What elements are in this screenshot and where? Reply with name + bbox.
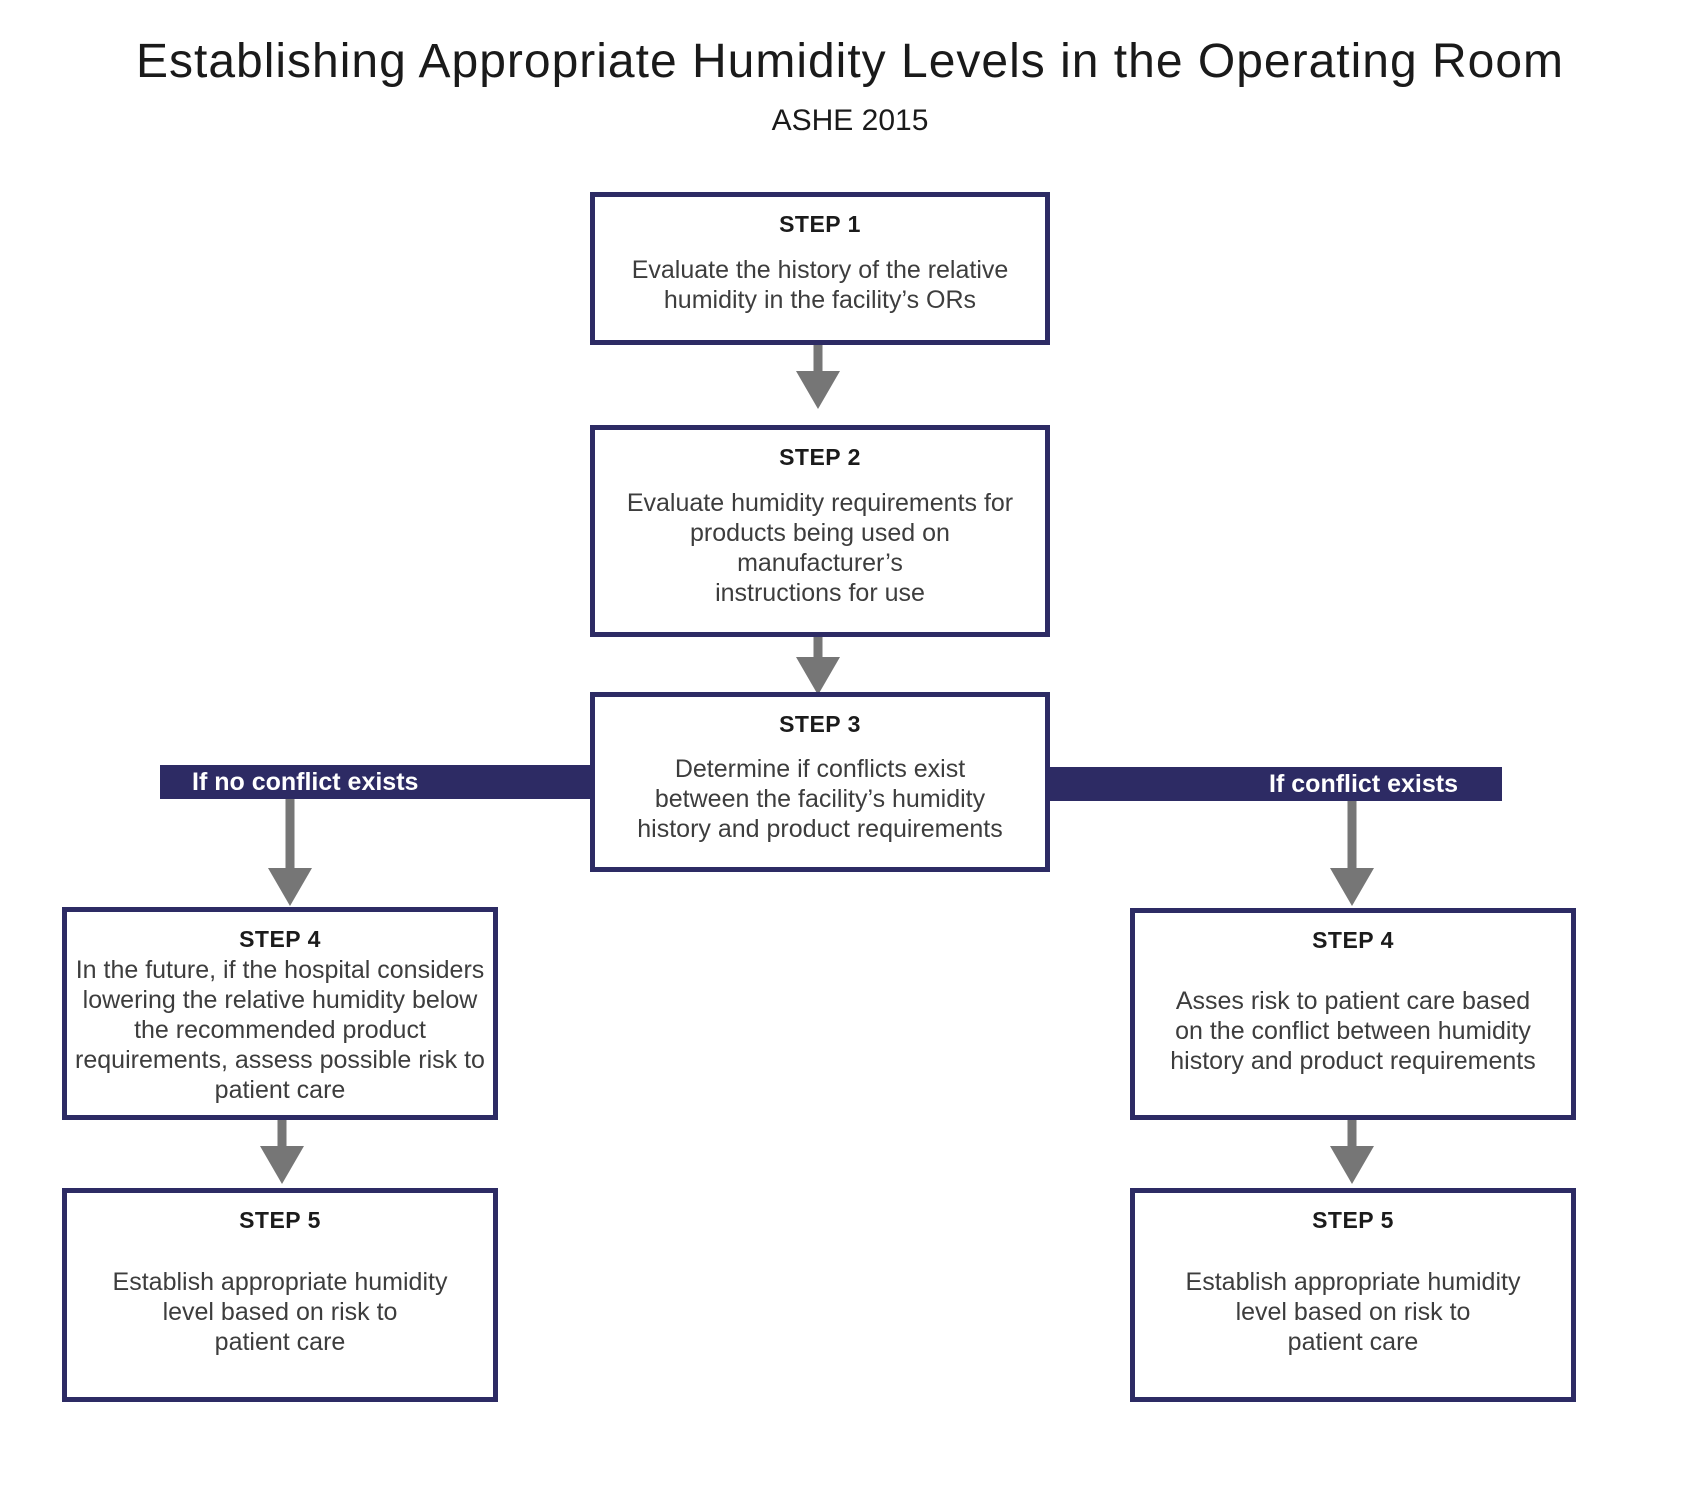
left-step4-body-wrap: In the future, if the hospital considers…: [67, 953, 493, 1115]
step1-body-wrap: Evaluate the history of the relative hum…: [595, 238, 1045, 340]
right-step4-body-wrap: Asses risk to patient care based on the …: [1135, 954, 1571, 1115]
right-step4-box: STEP 4 Asses risk to patient care based …: [1130, 908, 1576, 1120]
page-title: Establishing Appropriate Humidity Levels…: [135, 35, 1565, 88]
left-step5-body: Establish appropriate humidity level bas…: [112, 1267, 448, 1356]
right-step4-label: STEP 4: [1312, 927, 1394, 953]
arrow-shaft: [813, 637, 823, 657]
left-step5-label: STEP 5: [239, 1207, 321, 1233]
page-subtitle: ASHE 2015: [771, 104, 929, 137]
left-step5-box: STEP 5 Establish appropriate humidity le…: [62, 1188, 498, 1402]
branch-label-conflict: If conflict exists: [1269, 769, 1458, 798]
arrow-shaft: [813, 345, 823, 371]
step3-label: STEP 3: [779, 711, 861, 737]
right-step5-body-wrap: Establish appropriate humidity level bas…: [1135, 1234, 1571, 1397]
arrow-shaft: [277, 1120, 287, 1146]
arrow-head: [1330, 1146, 1374, 1184]
right-step5-box: STEP 5 Establish appropriate humidity le…: [1130, 1188, 1576, 1402]
step1-box: STEP 1 Evaluate the history of the relat…: [590, 192, 1050, 345]
left-step4-box: STEP 4 In the future, if the hospital co…: [62, 907, 498, 1120]
arrow-head: [796, 657, 840, 695]
step3-body-wrap: Determine if conflicts exist between the…: [595, 738, 1045, 867]
branch-label-no-conflict: If no conflict exists: [192, 767, 419, 796]
left-step4-label: STEP 4: [239, 926, 321, 952]
arrow-head: [1330, 868, 1374, 906]
step2-body: Evaluate humidity requirements for produ…: [626, 488, 1014, 607]
step2-body-wrap: Evaluate humidity requirements for produ…: [595, 471, 1045, 632]
step2-label: STEP 2: [779, 444, 861, 470]
arrow-right-step4-to-step5-icon: [1330, 1120, 1374, 1184]
arrow-head: [260, 1146, 304, 1184]
branch-banner-no-conflict: If no conflict exists: [160, 765, 600, 799]
step3-body: Determine if conflicts exist between the…: [637, 754, 1003, 843]
right-step5-body: Establish appropriate humidity level bas…: [1185, 1267, 1521, 1356]
arrow-step2-to-step3-icon: [796, 637, 840, 695]
step2-box: STEP 2 Evaluate humidity requirements fo…: [590, 425, 1050, 637]
arrow-shaft: [1347, 1120, 1357, 1146]
arrow-shaft: [285, 799, 295, 868]
arrow-step1-to-step2-icon: [796, 345, 840, 409]
right-step4-body: Asses risk to patient care based on the …: [1170, 986, 1536, 1075]
arrow-head: [796, 371, 840, 409]
arrow-no-conflict-to-step4-icon: [268, 799, 312, 907]
arrow-conflict-to-step4-icon: [1330, 801, 1374, 907]
right-step5-label: STEP 5: [1312, 1207, 1394, 1233]
left-step5-body-wrap: Establish appropriate humidity level bas…: [67, 1234, 493, 1397]
step3-box: STEP 3 Determine if conflicts exist betw…: [590, 692, 1050, 872]
arrow-left-step4-to-step5-icon: [260, 1120, 304, 1184]
step1-body: Evaluate the history of the relative hum…: [631, 256, 1009, 314]
arrow-head: [268, 868, 312, 906]
branch-banner-conflict: If conflict exists: [1040, 767, 1502, 801]
arrow-shaft: [1347, 801, 1357, 868]
left-step4-body: In the future, if the hospital considers…: [75, 956, 485, 1104]
step1-label: STEP 1: [779, 211, 861, 237]
